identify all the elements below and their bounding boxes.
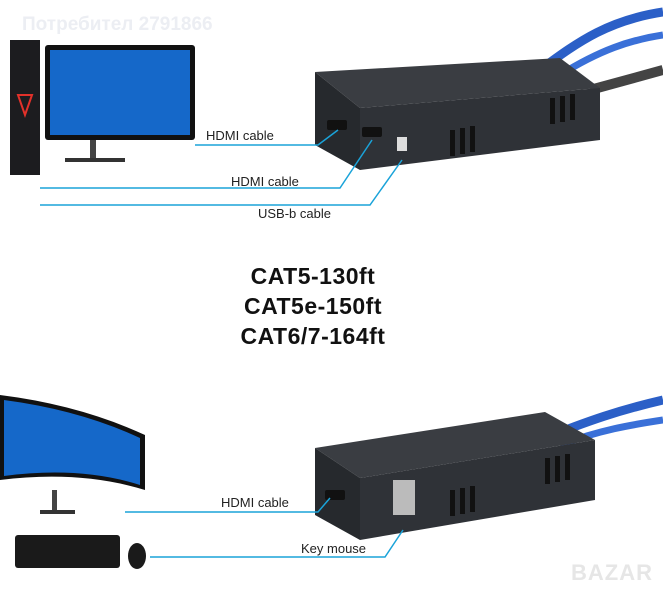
receiver-hdmi-cable-label: HDMI cable <box>221 495 289 510</box>
hdmi-cable-label-2: HDMI cable <box>231 174 299 189</box>
watermark: Потребител 2791866 <box>22 14 213 35</box>
display-peripherals <box>0 395 146 569</box>
usb-b-cable-label: USB-b cable <box>258 206 331 221</box>
spec-cat5: CAT5-130ft <box>250 263 376 289</box>
transmitter-device <box>315 58 600 170</box>
bazar-logo: BAZAR <box>571 560 653 585</box>
source-computer <box>10 40 195 175</box>
key-mouse-label: Key mouse <box>301 541 367 556</box>
receiver-device <box>315 412 595 540</box>
hdmi-cable-label-1: HDMI cable <box>206 128 274 143</box>
spec-cat5e: CAT5e-150ft <box>244 293 382 319</box>
spec-cat6-7: CAT6/7-164ft <box>240 323 386 349</box>
